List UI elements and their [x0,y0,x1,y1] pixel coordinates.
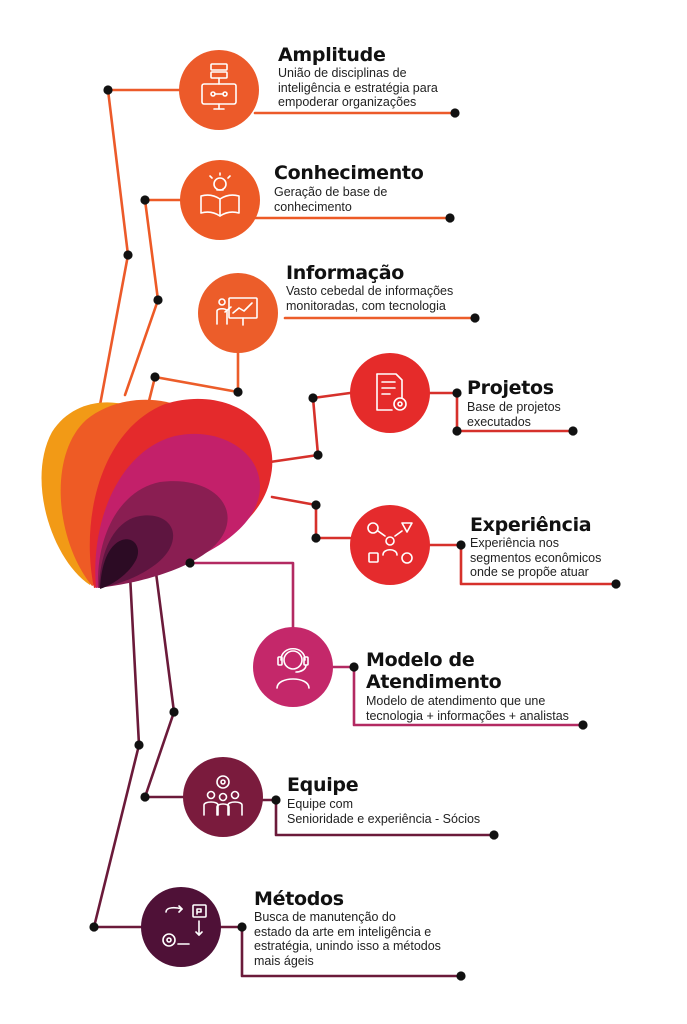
description-line: tecnologia + informações + analistas [366,708,569,723]
description-line: Vasto cebedal de informações [286,284,454,298]
connector-metodos-right [218,925,463,978]
dot [308,393,318,403]
description-line: inteligência e estratégia para [278,80,438,95]
description-line: Equipe com [287,797,354,811]
dot [568,426,578,436]
node-title: Métodos [254,888,344,910]
node-description: Vasto cebedal de informações monitoradas… [286,284,453,313]
connector-equipe-right [261,798,496,837]
connector-projetos [268,391,352,464]
dot [452,426,462,436]
description-line: estado da arte em inteligência e [254,924,432,939]
description-line: executados [467,414,531,429]
dot [452,388,462,398]
description-line: Experiência nos [470,536,559,550]
team-gear-icon [203,775,243,816]
dot [349,662,359,672]
server-monitor-icon [201,63,237,110]
description-line: Base de projetos [467,400,561,414]
node-title: Experiência [470,514,592,536]
description-line: Senioridade e experiência - Sócios [287,811,481,826]
dot [578,720,588,730]
description-line: conhecimento [274,199,352,214]
connector-amplitude [98,88,182,407]
connector-metodos [92,573,143,929]
circle-equipe [183,757,263,837]
presentation-board-icon [216,297,258,326]
description-line: monitoradas, com tecnologia [286,298,446,313]
circle-amplitude [179,50,259,130]
node-title: Conhecimento [274,162,424,184]
connector-modelo-right [331,665,585,727]
circle-metodos [141,887,221,967]
dot [233,387,243,397]
node-description: Base de projetos executados [467,400,561,429]
node-description: Modelo de atendimento que une tecnologia… [366,694,569,723]
dot [470,313,480,323]
circle-projetos [350,353,430,433]
dot [140,195,150,205]
dot [311,533,321,543]
node-description: Equipe com Senioridade e experiência - S… [287,797,480,826]
connector-projetos-right [428,391,575,433]
node-title: Modelo de Atendimento [366,649,502,693]
dot [311,500,321,510]
node-description: União de disciplinas de inteligência e e… [278,66,438,110]
description-line: mais ágeis [254,953,314,968]
dot [134,740,144,750]
node-title: Equipe [287,774,359,796]
connector-experiencia [270,495,352,540]
dot [150,372,160,382]
description-line: União de disciplinas de [278,66,407,80]
dot [271,795,281,805]
connector-conhecimento [123,198,182,397]
connector-equipe [143,563,185,799]
dot [185,558,195,568]
dot [237,922,247,932]
dot [153,295,163,305]
dot [611,579,621,589]
dot [140,792,150,802]
dot [89,922,99,932]
node-description: Busca de manutenção do estado da arte em… [254,910,441,968]
connector-informacao [146,350,240,407]
title-line: Modelo de [366,649,475,671]
dot [450,108,460,118]
dot [456,971,466,981]
description-line: Modelo de atendimento que une [366,694,546,708]
description-line: estratégia, unindo isso a métodos [254,939,441,953]
node-description: Experiência nos segmentos econômicos ond… [470,536,601,580]
dot [123,250,133,260]
node-title: Projetos [467,377,554,399]
document-gear-icon [376,373,407,411]
node-description: Geração de base de conhecimento [274,185,387,214]
description-line: onde se propõe atuar [470,565,589,579]
open-book-lightbulb-icon [200,172,240,217]
dot [313,450,323,460]
description-line: segmentos econômicos [470,550,602,565]
dot [103,85,113,95]
dot [445,213,455,223]
dot [456,540,466,550]
headset-agent-icon [276,647,310,689]
dot [169,707,179,717]
description-line: Busca de manutenção do [254,910,396,924]
circle-modelo [253,627,333,707]
network-person-icon [367,522,413,564]
title-line: Atendimento [366,671,502,693]
process-flow-icon [162,904,207,947]
petal-dark [100,539,139,589]
node-title: Amplitude [278,44,386,66]
connector-experiencia-right [428,543,618,586]
description-line: empoderar organizações [278,95,417,109]
layered-drop-shape [41,398,273,589]
node-title: Informação [286,262,405,284]
circle-informacao [198,273,278,353]
dot [489,830,499,840]
description-line: Geração de base de [274,185,388,199]
